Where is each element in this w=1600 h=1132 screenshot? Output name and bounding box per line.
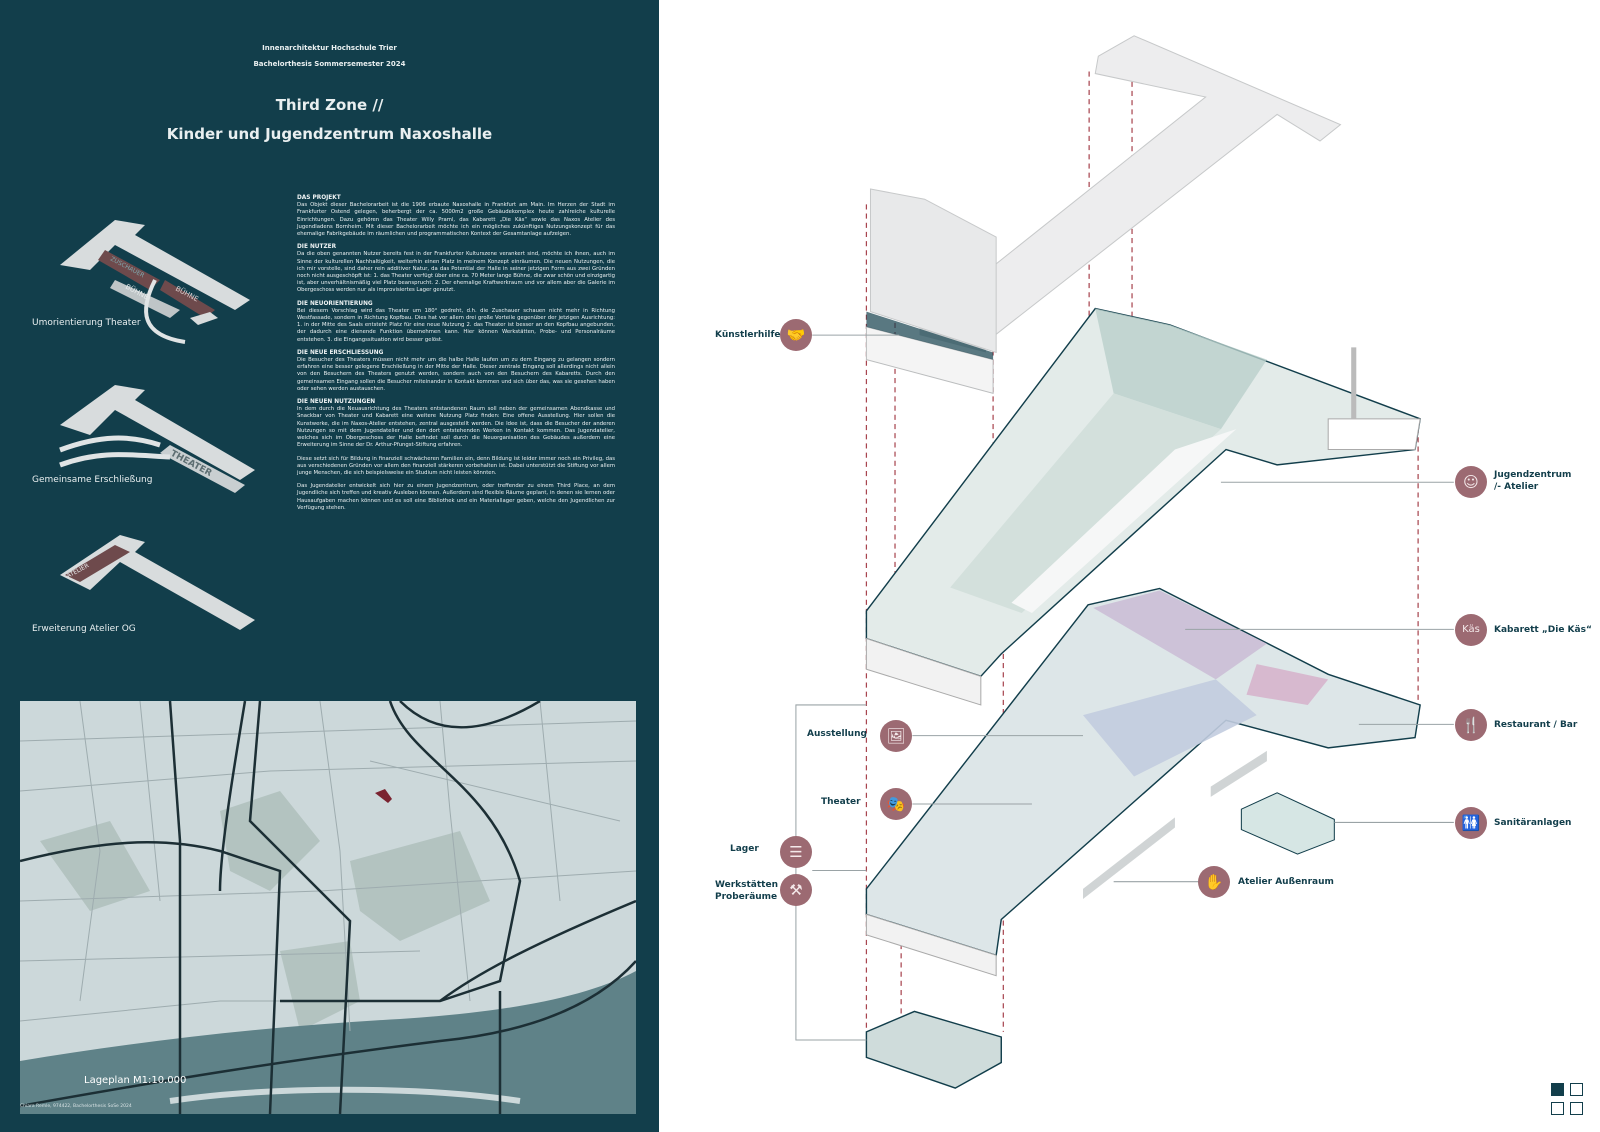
label-kabarett: Kabarett „Die Käs“ [1494, 625, 1592, 635]
group-table-icon: ☺ [1455, 466, 1487, 498]
saw-icon: ⚒ [780, 874, 812, 906]
section-body: Das Objekt dieser Bachelorarbeit ist die… [297, 202, 615, 238]
section-body: Das Jugendatelier entwickelt sich hier z… [297, 483, 615, 511]
floor-legend-icon [1551, 1083, 1587, 1119]
info-panel: Innenarchitektur Hochschule Trier Bachel… [0, 0, 659, 1132]
shelf-icon: ☰ [780, 836, 812, 868]
paint-hand-icon: ✋ [1198, 866, 1230, 898]
section-body: Die Besucher des Theaters müssen nicht m… [297, 357, 615, 392]
author-credit: Chiara Remle, 974422, Bachelorthesis SoS… [20, 1104, 132, 1109]
site-marker [375, 789, 392, 803]
section-heading: DIE NEUE ERSCHLIESSUNG [297, 349, 384, 356]
picture-frame-icon: 🖼 [880, 720, 912, 752]
label-line: Werkstätten [715, 880, 778, 890]
label-line: Jugendzentrum [1494, 470, 1572, 480]
section-body: Diese setzt sich für Bildung in finanzie… [297, 455, 615, 476]
diagram-shared-access: THEATER [59, 385, 255, 493]
label-lager: Lager [730, 844, 759, 854]
section-heading: DIE NEUORIENTIERUNG [297, 300, 373, 307]
diagram-label: Erweiterung Atelier OG [32, 624, 136, 634]
ground-floor [865, 587, 1421, 977]
section-heading: DIE NUTZER [297, 244, 337, 251]
section-body: Da die oben genannten Nutzer bereits fes… [297, 251, 615, 294]
roof-level [865, 35, 1342, 395]
label-theater: Theater [821, 797, 861, 807]
label-jugendzentrum: Jugendzentrum /- Atelier [1494, 469, 1571, 493]
upper-floor [865, 307, 1421, 706]
cutlery-icon: 🍴 [1455, 709, 1487, 741]
title-line-2: Kinder und Jugendzentrum Naxoshalle [166, 125, 493, 143]
section-body: In dem durch die Neuausrichtung des Thea… [297, 406, 615, 449]
label-line: /- Atelier [1494, 482, 1539, 492]
diagram-label: Umorientierung Theater [32, 318, 141, 328]
map-scale-label: Lageplan M1:10.000 [84, 1075, 187, 1086]
diagram-label: Gemeinsame Erschließung [32, 475, 153, 485]
diagram-theater-reorientation: ZUSCHAUER BÜHNE BÜHNE [60, 220, 250, 344]
label-line: Proberäume [715, 892, 778, 902]
label-sanitaer: Sanitäranlagen [1494, 818, 1572, 828]
label-restaurant: Restaurant / Bar [1494, 720, 1578, 730]
restroom-icon: 🚻 [1455, 807, 1487, 839]
diagram-atelier-extension: ATELIER [60, 535, 255, 630]
section-heading: DAS PROJEKT [297, 195, 341, 201]
site-plan-map [20, 701, 636, 1114]
title-line-1: Third Zone // [275, 96, 384, 114]
project-description: DAS PROJEKT Das Objekt dieser Bachelorar… [297, 195, 615, 518]
label-kuenstlerhilfe: Künstlerhilfe [715, 330, 781, 340]
basement-level [865, 1010, 1002, 1089]
institution: Innenarchitektur Hochschule Trier [262, 44, 397, 52]
semester: Bachelorthesis Sommersemester 2024 [253, 60, 406, 68]
leader-lines [795, 334, 1454, 1041]
kaes-logo-icon: Käs [1455, 614, 1487, 646]
handshake-icon: 🤝 [780, 319, 812, 351]
label-atelier-aussenraum: Atelier Außenraum [1238, 877, 1334, 887]
section-heading: DIE NEUEN NUTZUNGEN [297, 399, 376, 406]
section-body: Bei diesem Vorschlag wird das Theater um… [297, 307, 615, 343]
theater-masks-icon: 🎭 [880, 788, 912, 820]
label-ausstellung: Ausstellung [807, 729, 867, 739]
